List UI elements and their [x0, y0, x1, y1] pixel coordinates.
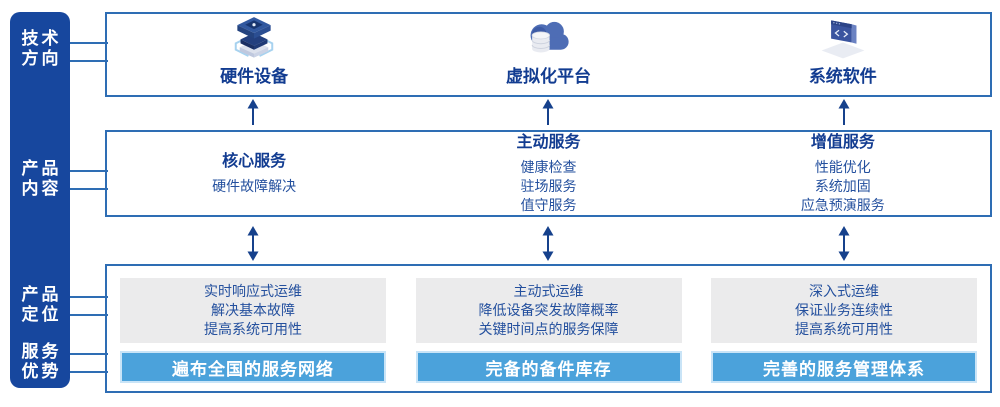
product-positioning-panel: 实时响应式运维 解决基本故障 提高系统可用性 遍布全国的服务网络 主动式运维 降… [105, 264, 992, 393]
up-arrow-icon [542, 99, 554, 125]
sidebar-label-tech-direction: 技术 方向 [10, 29, 70, 69]
positioning-column: 实时响应式运维 解决基本故障 提高系统可用性 遍布全国的服务网络 [120, 278, 386, 383]
connector-line [66, 353, 108, 355]
positioning-line: 降低设备突发故障概率 [478, 302, 619, 319]
positioning-detail-panel: 实时响应式运维 解决基本故障 提高系统可用性 [120, 278, 386, 344]
service-column-active: 主动服务 健康检查 驻场服务 值守服务 [401, 132, 695, 215]
positioning-line: 提高系统可用性 [795, 321, 893, 338]
service-title: 增值服务 [810, 134, 875, 151]
product-content-panel: 核心服务 硬件故障解决 主动服务 健康检查 驻场服务 值守服务 增值服务 性能优… [105, 130, 992, 217]
sidebar-label-line: 定位 [21, 305, 62, 324]
service-line: 应急预演服务 [800, 197, 885, 213]
tech-direction-panel: 硬件设备 虚拟化平台 [105, 12, 992, 97]
tech-item-software: 系统软件 [696, 14, 990, 95]
service-column-value-added: 增值服务 性能优化 系统加固 应急预演服务 [696, 132, 990, 215]
positioning-line: 保证业务连续性 [795, 302, 893, 319]
connector-line [66, 371, 108, 373]
connector-line [66, 42, 108, 44]
tech-item-label: 虚拟化平台 [505, 67, 591, 86]
advantage-bar: 遍布全国的服务网络 [120, 351, 386, 383]
double-arrow-icon [247, 226, 259, 261]
cloud-database-icon [531, 21, 570, 53]
service-line: 值守服务 [520, 197, 577, 213]
positioning-detail-panel: 深入式运维 保证业务连续性 提高系统可用性 [711, 278, 977, 344]
advantage-bar: 完备的备件库存 [415, 351, 682, 383]
tech-item-hardware: 硬件设备 [107, 14, 401, 95]
sidebar-label-service-advantage: 服务 优势 [10, 342, 70, 382]
up-arrow-icon [838, 99, 850, 125]
sidebar-label-line: 产品 [21, 285, 62, 304]
connector-line [66, 188, 108, 190]
positioning-column: 深入式运维 保证业务连续性 提高系统可用性 完善的服务管理体系 [711, 278, 977, 383]
connector-line [66, 60, 108, 62]
tech-item-virtualization: 虚拟化平台 [401, 14, 695, 95]
software-window-icon [821, 20, 865, 59]
double-arrow-icon [838, 226, 850, 261]
service-line: 硬件故障解决 [212, 178, 297, 194]
sidebar-label-product-positioning: 产品 定位 [10, 285, 70, 325]
sidebar-label-line: 优势 [21, 362, 62, 381]
positioning-column: 主动式运维 降低设备突发故障概率 关键时间点的服务保障 完备的备件库存 [415, 278, 682, 383]
service-line: 驻场服务 [520, 178, 577, 194]
server-stack-icon [234, 17, 274, 58]
service-title: 主动服务 [516, 134, 581, 151]
sidebar-label-line: 内容 [21, 179, 62, 198]
tech-item-label: 系统软件 [808, 67, 877, 86]
category-sidebar: 技术 方向 产品 内容 产品 定位 服务 优势 [10, 12, 70, 388]
positioning-line: 关键时间点的服务保障 [478, 321, 619, 338]
positioning-line: 主动式运维 [513, 283, 584, 300]
sidebar-label-line: 服务 [21, 342, 62, 361]
sidebar-label-line: 产品 [21, 159, 62, 178]
tech-item-label: 硬件设备 [220, 67, 289, 86]
up-arrow-icon [247, 99, 259, 125]
sidebar-label-product-content: 产品 内容 [10, 159, 70, 199]
sidebar-label-line: 技术 [21, 29, 62, 48]
positioning-line: 提高系统可用性 [204, 321, 302, 338]
connector-line [66, 170, 108, 172]
connector-line [66, 296, 108, 298]
positioning-line: 实时响应式运维 [204, 283, 302, 300]
service-title: 核心服务 [222, 153, 287, 170]
sidebar-label-line: 方向 [21, 49, 62, 68]
advantage-bar: 完善的服务管理体系 [711, 351, 977, 383]
service-line: 健康检查 [520, 159, 577, 175]
positioning-line: 解决基本故障 [211, 302, 295, 319]
service-line: 系统加固 [814, 178, 871, 194]
positioning-detail-panel: 主动式运维 降低设备突发故障概率 关键时间点的服务保障 [415, 278, 682, 344]
service-column-core: 核心服务 硬件故障解决 [107, 132, 401, 215]
connector-line [66, 314, 108, 316]
service-line: 性能优化 [814, 159, 871, 175]
positioning-line: 深入式运维 [809, 283, 879, 300]
double-arrow-icon [542, 226, 554, 261]
